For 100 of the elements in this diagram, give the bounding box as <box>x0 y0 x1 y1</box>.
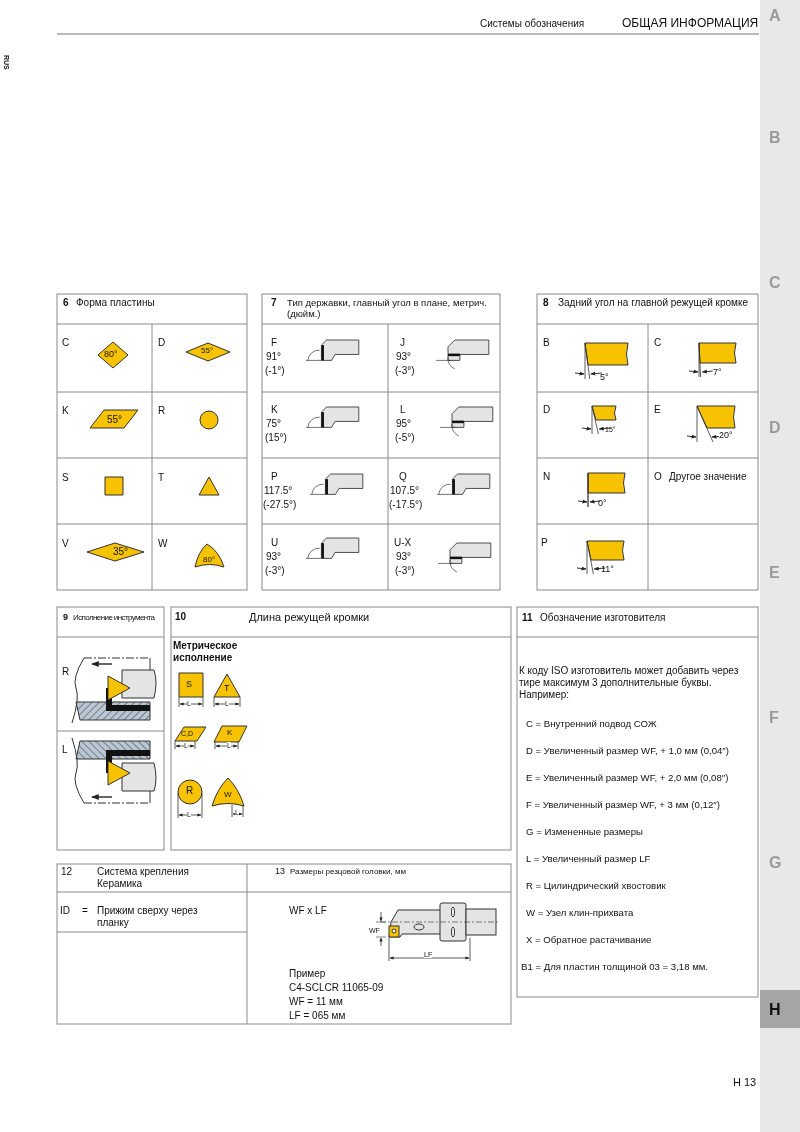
page-number: H 13 <box>733 1076 757 1090</box>
code-letter: S <box>62 472 69 484</box>
section-number: 13 <box>275 866 285 877</box>
code-definition: C = Внутренний подвод СОЖ <box>526 718 657 730</box>
angle-value: 55° <box>201 346 214 356</box>
section-title: Размеры резцовой головки, мм <box>290 867 406 877</box>
code-letter: U-X <box>394 537 412 549</box>
page-subtitle: Системы обозначения <box>480 18 585 30</box>
code-letter: C <box>62 337 70 349</box>
angle-value: 7° <box>713 367 722 378</box>
angle-value: (-3°) <box>395 365 415 377</box>
code-definition: L = Увеличенный размер LF <box>526 853 651 865</box>
section-title: Обозначение изготовителя <box>540 612 666 624</box>
angle-value: 80° <box>203 555 216 565</box>
example-text: C4-SCLCR 11065-09 <box>289 982 384 994</box>
angle-value: 11° <box>601 564 614 575</box>
section-title: Длина режущей кромки <box>249 611 370 625</box>
code-letter: Q <box>399 471 407 483</box>
code-definition: D = Увеличенный размер WF, + 1,0 мм (0,04″) <box>526 745 729 757</box>
section-number: 8 <box>543 297 549 309</box>
code-letter: L <box>400 404 406 416</box>
code-letter: C <box>654 337 662 349</box>
section-title: Исполнение инструмента <box>73 613 155 623</box>
angle-value: (-27.5°) <box>263 499 297 511</box>
angle-value: (-1°) <box>265 365 285 377</box>
insert-code: S <box>186 679 192 690</box>
subheading: Метрическое исполнение <box>173 640 239 664</box>
angle-value: 93° <box>266 551 282 563</box>
code-letter: R <box>62 666 70 678</box>
section-number: 6 <box>63 297 69 309</box>
section-number: 10 <box>175 611 187 623</box>
insert-code: T <box>224 683 230 694</box>
angle-value: 93° <box>396 551 412 563</box>
insert-code: K <box>227 728 233 738</box>
angle-value: 91° <box>266 351 282 363</box>
code-letter: R <box>158 405 166 417</box>
angle-value: (-3°) <box>265 565 285 577</box>
angle-value: 80° <box>104 349 118 360</box>
code-letter: L <box>62 744 68 756</box>
code-letter: B <box>543 337 550 349</box>
example-text: LF = 065 мм <box>289 1010 346 1022</box>
code-letter: U <box>271 537 279 549</box>
code-letter: D <box>543 404 551 416</box>
section-number: 9 <box>63 612 68 623</box>
section-number: 7 <box>271 297 277 309</box>
formula-text: WF x LF <box>289 905 327 917</box>
insert-code: W <box>224 790 232 800</box>
angle-value: 93° <box>396 351 412 363</box>
tab-letter: B <box>769 128 781 148</box>
code-letter: W <box>158 538 168 550</box>
tab-letter: F <box>769 708 779 728</box>
description-text: Прижим сверху через планку <box>97 905 199 929</box>
section-title: Форма пластины <box>76 297 155 309</box>
section-number: 12 <box>61 866 73 878</box>
angle-value: 20° <box>719 431 733 440</box>
example-text: Пример <box>289 968 326 980</box>
code-letter: E <box>654 404 661 416</box>
code-letter: ID <box>60 905 70 917</box>
code-letter: K <box>62 405 69 417</box>
code-definition: G = Измененные размеры <box>526 826 643 838</box>
code-definition: E = Увеличенный размер WF, + 2,0 мм (0,08″) <box>526 772 729 784</box>
description-text: Например: <box>519 689 570 701</box>
page-heading: ОБЩАЯ ИНФОРМАЦИЯ <box>622 16 759 31</box>
tab-letter: H <box>769 1000 781 1020</box>
code-letter: T <box>158 472 165 484</box>
code-definition: F = Увеличенный размер WF, + 3 мм (0,12″) <box>526 799 720 811</box>
code-definition: X = Обратное растачивание <box>526 934 652 946</box>
code-letter: J <box>400 337 405 349</box>
angle-value: 75° <box>266 418 282 430</box>
code-letter: P <box>271 471 278 483</box>
code-letter: D <box>158 337 166 349</box>
code-definition: B1 = Для пластин толщиной 03 = 3,18 мм. <box>521 961 708 973</box>
equals-sign: = <box>82 905 88 917</box>
tab-letter: A <box>769 6 781 26</box>
insert-code: R <box>186 785 194 797</box>
angle-value: (-3°) <box>395 565 415 577</box>
code-letter: F <box>271 337 278 349</box>
section-number: 11 <box>522 612 533 624</box>
code-letter: P <box>541 537 548 549</box>
section-title: Задний угол на главной режущей кромке <box>558 297 748 309</box>
angle-value: (-5°) <box>395 432 415 444</box>
tab-letter: C <box>769 273 781 293</box>
angle-value: (-17.5°) <box>389 499 423 511</box>
code-letter: N <box>543 471 551 483</box>
angle-value: 55° <box>107 414 123 426</box>
section-title: Система крепления Керамика <box>97 866 190 890</box>
angle-value: 5° <box>600 372 609 383</box>
angle-value: 117.5° <box>264 485 293 497</box>
description-text: К коду ISO изготовитель может добавить через тире максимум 3 дополнительные буквы. <box>519 665 740 689</box>
angle-value: (15°) <box>265 432 287 444</box>
code-definition: R = Цилиндрический хвостовик <box>526 880 666 892</box>
tab-letter: E <box>769 563 780 583</box>
angle-value: 95° <box>396 418 412 430</box>
tab-letter: D <box>769 418 781 438</box>
code-letter: O <box>654 471 662 483</box>
section-title: Тип державки, главный угол в плане, метрич. (дюйм.) <box>287 297 488 320</box>
code-letter: V <box>62 538 69 550</box>
tab-letter: G <box>769 853 782 873</box>
description-text: Другое значение <box>669 471 747 483</box>
example-text: WF = 11 мм <box>289 996 343 1008</box>
